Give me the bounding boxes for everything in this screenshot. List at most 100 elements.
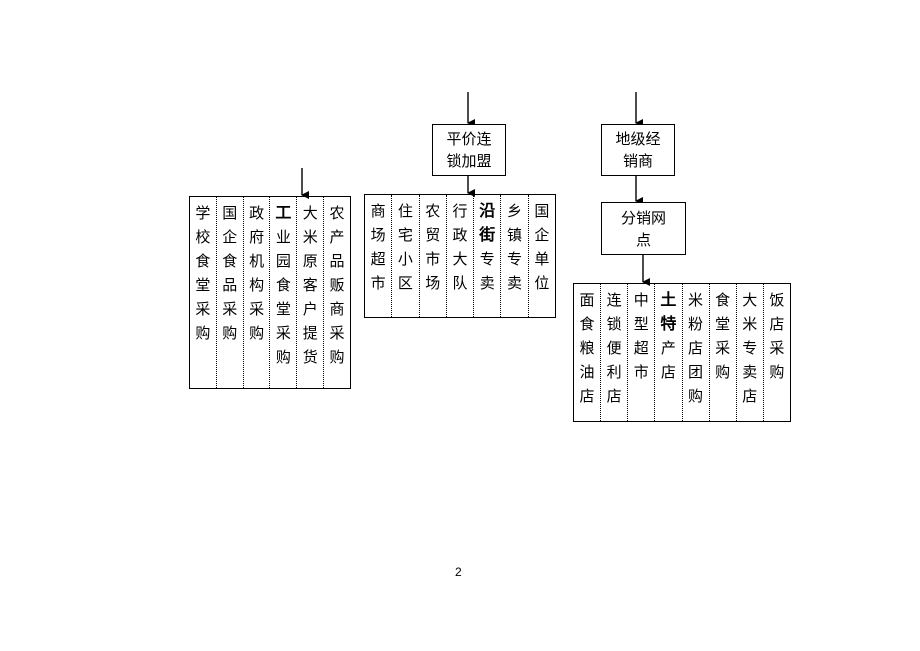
cell-char: 单 [534, 250, 550, 268]
cell-char: 卖 [742, 363, 758, 381]
cell-char: 产 [329, 228, 345, 246]
cell-char: 住 [397, 202, 413, 220]
cell-char: 校 [195, 228, 211, 246]
cell-char: 采 [222, 300, 238, 318]
cell-char: 政 [249, 204, 265, 222]
group-3-cell: 饭店采购 [764, 284, 790, 421]
group-2-cell: 乡镇专卖 [501, 195, 529, 317]
cell-char: 采 [715, 339, 731, 357]
page-number: 2 [455, 565, 462, 579]
cell-char: 特 [660, 314, 677, 333]
cell-char: 采 [329, 324, 345, 342]
cell-char: 采 [275, 324, 291, 342]
cell-char: 企 [222, 228, 238, 246]
cell-char: 店 [688, 339, 704, 357]
cell-char: 学 [195, 204, 211, 222]
cell-char: 米 [302, 228, 318, 246]
cell-char: 便 [606, 339, 622, 357]
cell-char: 购 [769, 363, 785, 381]
cell-char: 机 [249, 252, 265, 270]
cell-char: 国 [222, 204, 238, 222]
cell-char: 超 [633, 339, 649, 357]
cell-char: 镇 [507, 226, 523, 244]
cell-char: 利 [606, 363, 622, 381]
group-2-row: 商场超市 住宅小区 农贸市场 行政大队 沿街专卖 乡镇专卖 国企单位 [364, 194, 556, 318]
cell-char: 采 [195, 300, 211, 318]
cell-char: 店 [606, 387, 622, 405]
cell-char: 大 [742, 291, 758, 309]
group-1-cell: 工业园食堂采购 [270, 197, 298, 388]
cell-char: 小 [397, 250, 413, 268]
group-3-cell: 面食粮油店 [574, 284, 602, 421]
cell-char: 食 [275, 276, 291, 294]
cell-char: 中 [633, 291, 649, 309]
box-diji-jingxiaoshang: 地级经销商 [601, 124, 675, 176]
cell-char: 场 [370, 226, 386, 244]
cell-char: 构 [249, 276, 265, 294]
cell-char: 土 [660, 290, 677, 309]
cell-char: 购 [249, 324, 265, 342]
cell-char: 饭 [769, 291, 785, 309]
cell-char: 国 [534, 202, 550, 220]
cell-char: 米 [742, 315, 758, 333]
cell-char: 采 [249, 300, 265, 318]
cell-char: 面 [579, 291, 595, 309]
cell-char: 食 [222, 252, 238, 270]
group-2-cell: 行政大队 [447, 195, 475, 317]
cell-char: 农 [425, 202, 441, 220]
box-pingjia-liansuo: 平价连锁加盟 [432, 124, 506, 176]
group-3-row: 面食粮油店 连锁便利店 中型超市 土特产店 米粉店团购 食堂采购 大米专卖店 饭… [573, 283, 791, 422]
cell-char: 位 [534, 274, 550, 292]
cell-char: 型 [633, 315, 649, 333]
cell-char: 工 [275, 203, 292, 222]
cell-char: 采 [769, 339, 785, 357]
cell-char: 行 [452, 202, 468, 220]
cell-char: 农 [329, 204, 345, 222]
cell-char: 卖 [479, 274, 495, 292]
group-3-cell: 中型超市 [628, 284, 656, 421]
cell-char: 区 [397, 274, 413, 292]
cell-char: 府 [249, 228, 265, 246]
cell-char: 园 [275, 252, 291, 270]
cell-char: 食 [579, 315, 595, 333]
cell-char: 店 [579, 387, 595, 405]
cell-char: 宅 [397, 226, 413, 244]
group-1-row: 学校食堂采购 国企食品采购 政府机构采购 工业园食堂采购 大米原客户提货 农产品… [189, 196, 351, 389]
cell-char: 油 [579, 363, 595, 381]
cell-char: 户 [302, 300, 318, 318]
cell-char: 购 [715, 363, 731, 381]
cell-char: 市 [425, 250, 441, 268]
cell-char: 专 [479, 250, 495, 268]
cell-char: 堂 [715, 315, 731, 333]
cell-char: 提 [302, 324, 318, 342]
cell-char: 场 [425, 274, 441, 292]
group-1-cell: 国企食品采购 [217, 197, 244, 388]
group-3-cell: 食堂采购 [710, 284, 737, 421]
group-3-cell: 土特产店 [655, 284, 683, 421]
cell-char: 乡 [507, 202, 523, 220]
group-1-cell: 政府机构采购 [244, 197, 271, 388]
cell-char: 购 [222, 324, 238, 342]
cell-char: 专 [742, 339, 758, 357]
cell-char: 堂 [275, 300, 291, 318]
group-3-cell: 米粉店团购 [683, 284, 710, 421]
cell-char: 客 [302, 276, 318, 294]
cell-char: 商 [329, 300, 345, 318]
group-3-cell: 大米专卖店 [737, 284, 764, 421]
cell-char: 购 [688, 387, 704, 405]
cell-char: 店 [742, 387, 758, 405]
cell-char: 大 [302, 204, 318, 222]
cell-char: 团 [688, 363, 704, 381]
cell-char: 粮 [579, 339, 595, 357]
cell-char: 专 [507, 250, 523, 268]
group-1-cell: 学校食堂采购 [190, 197, 217, 388]
cell-char: 锁 [606, 315, 622, 333]
cell-char: 购 [329, 348, 345, 366]
cell-char: 品 [329, 252, 345, 270]
cell-char: 街 [479, 225, 496, 244]
cell-char: 沿 [479, 201, 496, 220]
cell-char: 购 [195, 324, 211, 342]
cell-char: 商 [370, 202, 386, 220]
cell-char: 品 [222, 276, 238, 294]
